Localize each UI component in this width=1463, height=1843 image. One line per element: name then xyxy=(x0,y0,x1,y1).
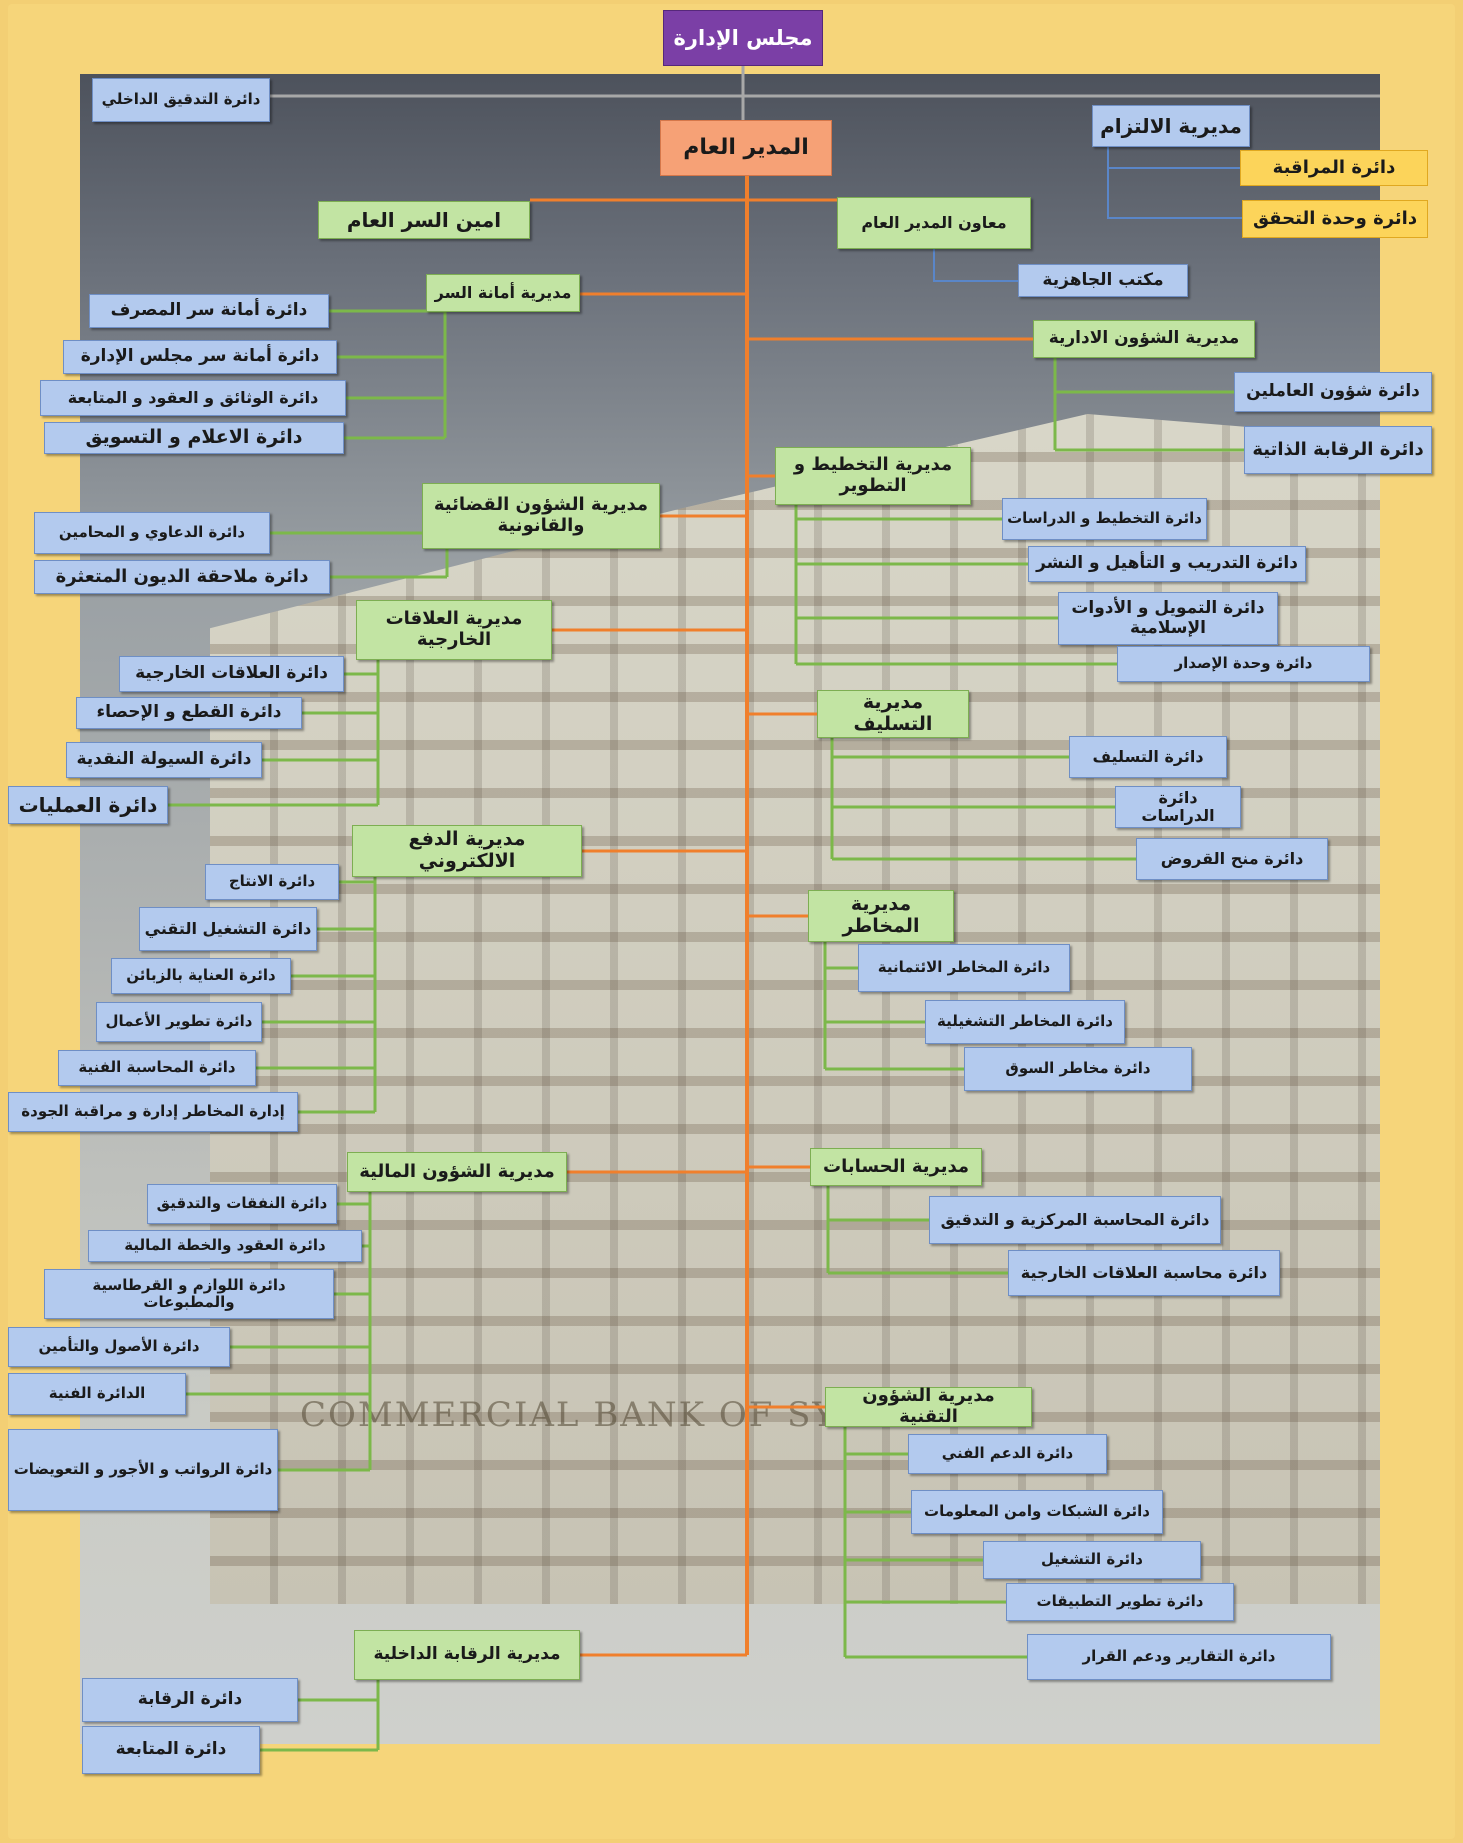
planning-dept: دائرة التمويل و الأدوات الإسلامية xyxy=(1058,592,1278,645)
internal-control-dept: دائرة الرقابة xyxy=(82,1678,298,1722)
financial-title: مديرية الشؤون المالية xyxy=(347,1152,567,1192)
lending-dept: دائرة منح القروض xyxy=(1136,838,1328,880)
admin-affairs-title: مديرية الشؤون الادارية xyxy=(1033,320,1255,358)
secretariat-dept: دائرة أمانة سر مجلس الإدارة xyxy=(63,340,337,374)
risks-dept: دائرة المخاطر التشغيلية xyxy=(925,1000,1125,1044)
legal-dept: دائرة الدعاوي و المحامين xyxy=(34,512,270,554)
compliance-link xyxy=(1107,147,1242,219)
general-manager-box: المدير العام xyxy=(660,120,832,176)
accounts-dept: دائرة محاسبة العلاقات الخارجية xyxy=(1008,1250,1280,1296)
secretariat-dept: دائرة الاعلام و التسويق xyxy=(44,422,344,454)
lending-dept: دائرة التسليف xyxy=(1069,736,1227,778)
financial-dept: دائرة الأصول والتأمين xyxy=(8,1327,230,1367)
compliance-dept: دائرة المراقبة xyxy=(1240,150,1428,186)
foreign-relations-dept: دائرة القطع و الإحصاء xyxy=(76,697,302,729)
planning-dept: دائرة التخطيط و الدراسات xyxy=(1002,498,1207,540)
financial-dept: دائرة النفقات والتدقيق xyxy=(147,1184,337,1224)
epayment-dept: دائرة المحاسبة الفنية xyxy=(58,1050,256,1086)
readiness-office-box: مكتب الجاهزية xyxy=(1018,264,1188,297)
board-box: مجلس الإدارة xyxy=(663,10,823,66)
planning-title: مديرية التخطيط و التطوير xyxy=(775,447,971,505)
financial-dept: دائرة العقود والخطة المالية xyxy=(88,1230,362,1262)
technical-dept: دائرة الدعم الفني xyxy=(908,1434,1107,1474)
risks-dept: دائرة مخاطر السوق xyxy=(964,1047,1192,1091)
technical-dept: دائرة التشغيل xyxy=(983,1541,1201,1579)
deputy-gm-box: معاون المدير العام xyxy=(837,197,1031,249)
epayment-title: مديرية الدفع الالكتروني xyxy=(352,825,582,877)
financial-dept: دائرة اللوازم و القرطاسية والمطبوعات xyxy=(44,1269,334,1319)
foreign-relations-dept: دائرة العلاقات الخارجية xyxy=(119,656,344,692)
financial-dept: الدائرة الفنية xyxy=(8,1373,186,1415)
readiness-link xyxy=(933,249,1018,282)
lending-title: مديرية التسليف xyxy=(817,690,969,738)
foreign-relations-dept: دائرة العمليات xyxy=(8,786,168,824)
planning-dept: دائرة التدريب و التأهيل و النشر xyxy=(1028,546,1306,582)
admin-affairs-dept: دائرة شؤون العاملين xyxy=(1234,372,1432,412)
internal-control-title: مديرية الرقابة الداخلية xyxy=(354,1630,580,1680)
building-sign: COMMERCIAL BANK OF SYRIA xyxy=(300,1395,907,1435)
secretariat-dept: دائرة الوثائق و العقود و المتابعة xyxy=(40,380,346,416)
accounts-title: مديرية الحسابات xyxy=(810,1148,982,1186)
planning-dept: دائرة وحدة الإصدار xyxy=(1117,646,1370,682)
epayment-dept: دائرة تطوير الأعمال xyxy=(96,1002,262,1042)
compliance-title: مديرية الالتزام xyxy=(1092,105,1250,147)
compliance-dept: دائرة وحدة التحقق xyxy=(1242,200,1428,238)
epayment-dept: دائرة الانتاج xyxy=(205,864,339,900)
epayment-dept: إدارة المخاطر إدارة و مراقبة الجودة xyxy=(8,1092,298,1132)
foreign-relations-dept: دائرة السيولة النقدية xyxy=(66,742,262,778)
admin-affairs-dept: دائرة الرقابة الذاتية xyxy=(1244,426,1432,474)
financial-dept: دائرة الرواتب و الأجور و التعويضات xyxy=(8,1429,278,1511)
technical-dept: دائرة التقارير ودعم القرار xyxy=(1027,1634,1331,1680)
risks-dept: دائرة المخاطر الائتمانية xyxy=(858,944,1070,992)
secretary-general-box: امين السر العام xyxy=(318,201,530,239)
lending-dept: دائرة الدراسات xyxy=(1115,786,1241,828)
accounts-dept: دائرة المحاسبة المركزية و التدقيق xyxy=(929,1196,1221,1244)
internal-control-dept: دائرة المتابعة xyxy=(82,1726,260,1774)
epayment-dept: دائرة العناية بالزبائن xyxy=(111,958,291,994)
technical-title: مديرية الشؤون التقنية xyxy=(825,1385,1032,1427)
epayment-dept: دائرة التشغيل التقني xyxy=(139,907,317,951)
secretariat-title: مديرية أمانة السر xyxy=(426,274,580,312)
risks-title: مديرية المخاطر xyxy=(808,890,954,942)
secretariat-dept: دائرة أمانة سر المصرف xyxy=(89,294,329,328)
technical-dept: دائرة الشبكات وامن المعلومات xyxy=(911,1490,1163,1534)
technical-dept: دائرة تطوير التطبيقات xyxy=(1006,1583,1234,1621)
internal-audit-box: دائرة التدقيق الداخلي xyxy=(92,78,270,122)
legal-dept: دائرة ملاحقة الديون المتعثرة xyxy=(34,560,330,594)
legal-title: مديرية الشؤون القضائية والقانونية xyxy=(422,483,660,549)
foreign-relations-title: مديرية العلاقات الخارجية xyxy=(356,600,552,660)
